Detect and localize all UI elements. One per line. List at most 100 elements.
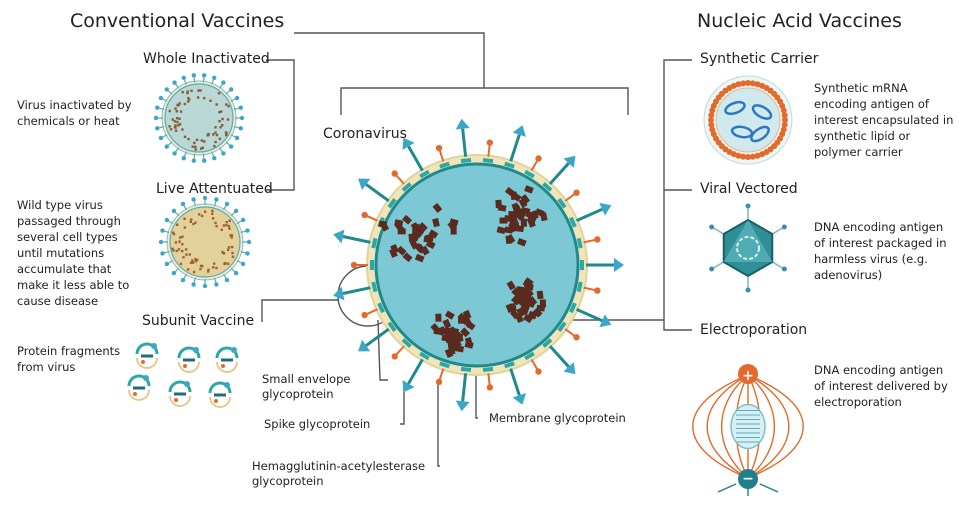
spike-head (599, 202, 612, 216)
genome-fragment (201, 264, 204, 268)
spike-tip (238, 126, 243, 131)
he-glycoprotein-tip (573, 189, 580, 196)
spike-tip (224, 277, 230, 283)
genome-fragment (187, 98, 191, 101)
spike-head (455, 118, 470, 130)
spike-head (402, 137, 415, 150)
label-line: Hemagglutinin-acetylesterase (252, 459, 426, 473)
genome-fragment (223, 262, 226, 265)
genome-fragment (194, 221, 197, 224)
genome-fragment (194, 148, 197, 151)
rna-fragment (438, 326, 447, 336)
connector-top-bracket (294, 32, 485, 88)
genome-fragment (207, 132, 210, 136)
fragment-dot (183, 364, 187, 368)
spike-tip (233, 208, 239, 214)
he-glycoprotein-tip (391, 353, 398, 360)
title-electroporation: Electroporation (700, 322, 808, 338)
rna-fragment (389, 248, 398, 258)
he-glycoprotein-tip (361, 211, 368, 219)
capsid-core (169, 206, 241, 278)
genome-fragment (175, 249, 178, 253)
lipid-head (749, 80, 756, 87)
spike-head (358, 339, 371, 352)
desc-line: passaged through (17, 214, 121, 228)
lipid-head (759, 151, 766, 158)
electroporation-field (692, 364, 804, 496)
fragment-dot (221, 364, 225, 368)
genome-fragment (202, 96, 206, 100)
lipid-head (779, 102, 786, 109)
fragment-tip (143, 375, 149, 381)
spike-tip (191, 158, 197, 163)
spike-head (358, 178, 371, 191)
fragment-arc (208, 381, 232, 394)
fragment-arc (216, 361, 238, 373)
spike-tip (191, 73, 197, 78)
genome-fragment (177, 124, 180, 127)
spike-tip (234, 95, 240, 101)
field-line (747, 374, 804, 479)
pointer-spike (400, 388, 405, 425)
spike-stalk (575, 307, 603, 323)
rna-fragment (511, 287, 522, 298)
spike-tip (160, 251, 165, 256)
spike-tip (233, 270, 239, 276)
fragment-dot (141, 360, 145, 364)
connector-nucleic (663, 59, 692, 331)
lipid-head (745, 154, 751, 160)
spike-stalk (342, 286, 371, 295)
genome-fragment (229, 234, 232, 237)
rna-fragment (413, 228, 424, 239)
genome-fragment (218, 119, 221, 123)
rna-fragment (432, 202, 443, 213)
spike-stalk (407, 145, 424, 172)
desc-line: encoding antigen of (814, 97, 929, 111)
spike-tip (212, 75, 217, 80)
heading-conventional-vaccines: Conventional Vaccines (70, 10, 285, 32)
genome-fragment (181, 235, 184, 238)
genome-fragment (199, 267, 202, 271)
spike-tip (171, 270, 177, 276)
spike-stalk (509, 368, 521, 396)
whole-inactivated-virus (153, 73, 245, 163)
spike-tip (153, 115, 159, 121)
genome-fragment (176, 103, 179, 107)
lipid-head (754, 152, 761, 159)
genome-fragment (225, 133, 228, 137)
he-glycoprotein-tip (594, 287, 601, 294)
genome-fragment (179, 262, 183, 266)
membrane-protein (557, 198, 567, 209)
genome-fragment (207, 268, 210, 272)
rna-fragment (402, 252, 413, 263)
fragment-arc (168, 380, 192, 393)
rna-fragment (428, 229, 439, 239)
genome-fragment (199, 264, 203, 268)
genome-fragment (225, 224, 228, 227)
lipid-head (781, 112, 788, 119)
genome-fragment (219, 126, 222, 129)
genome-fragment (199, 147, 203, 150)
membrane-protein (482, 366, 494, 372)
genome-fragment (203, 210, 207, 213)
negative-electrode (738, 469, 758, 489)
genome-fragment (211, 209, 214, 213)
genome-fragment (225, 103, 228, 106)
genome-fragment (178, 117, 181, 120)
genome-fragment (201, 146, 204, 149)
rna-fragment (508, 220, 519, 229)
genome-fragment (182, 256, 185, 259)
spike-tip (221, 151, 226, 156)
lipid-head (710, 131, 717, 138)
genome-fragment (228, 227, 231, 230)
he-glycoprotein-tip (361, 311, 368, 319)
lipid-head (749, 153, 756, 160)
he-glycoprotein-tip (535, 155, 542, 162)
desc-subunit-vaccine: Protein fragments from virus (17, 343, 137, 375)
rna-fragment (505, 235, 513, 244)
genome-fragment (168, 125, 171, 128)
genome-fragment (227, 104, 230, 108)
genome-fragment (217, 92, 221, 95)
genome-fragment (189, 220, 192, 223)
